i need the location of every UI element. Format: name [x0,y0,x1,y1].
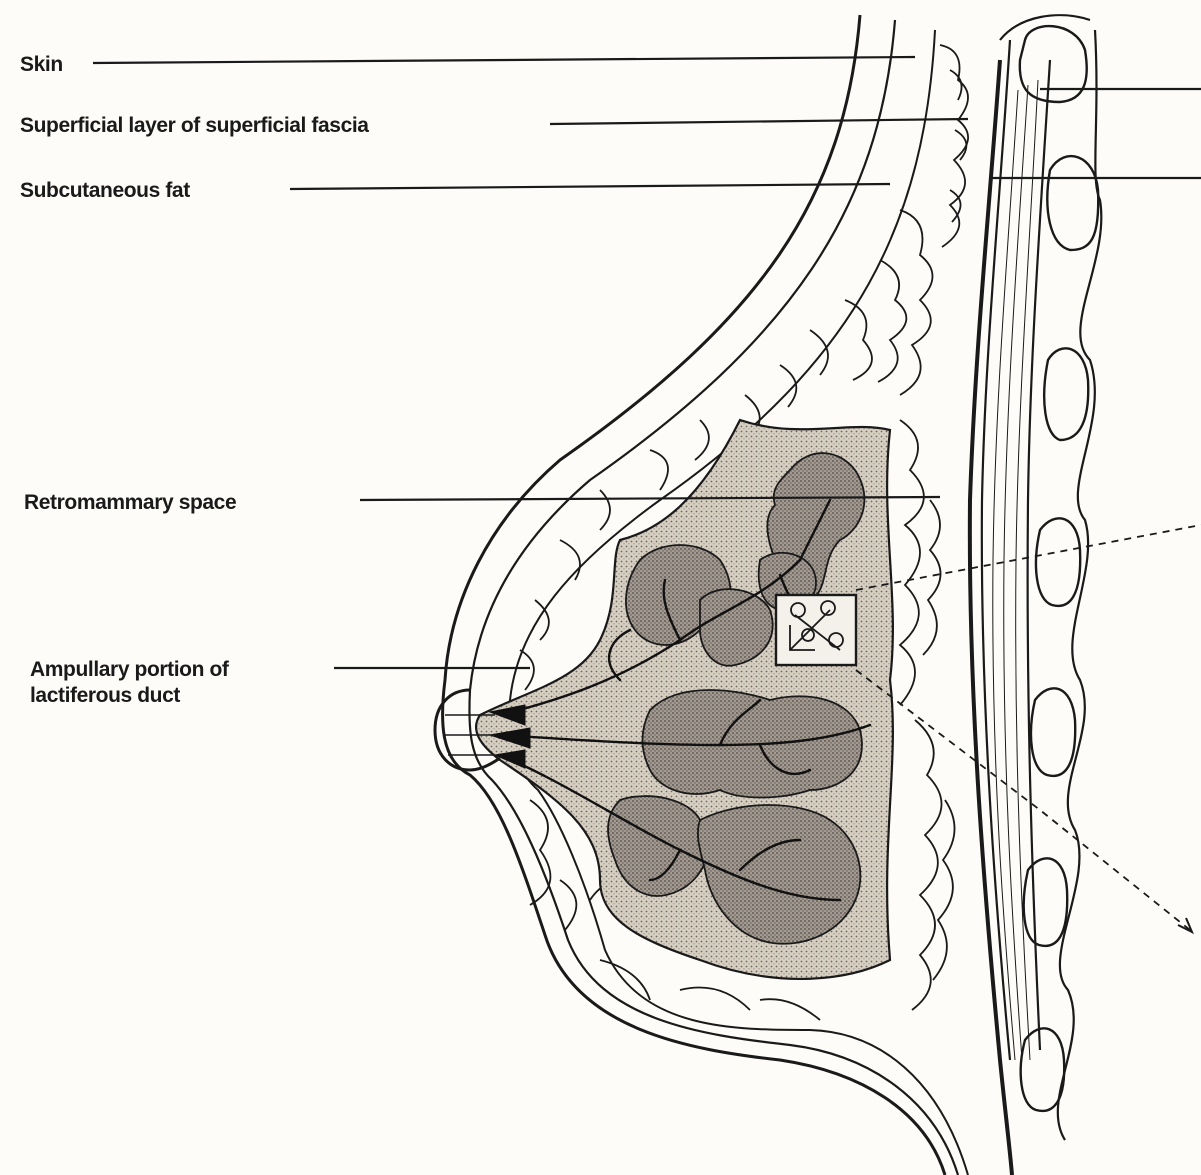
magnification-box [776,595,856,665]
label-superficial-fascia: Superficial layer of superficial fascia [20,113,369,139]
label-skin: Skin [20,52,63,78]
label-subcutaneous-fat: Subcutaneous fat [20,178,190,204]
thoracic-wall [1000,15,1101,1140]
ampullae [490,705,530,768]
muscle-fibers [993,80,1038,1060]
superficial-fascia-leader [550,119,968,124]
label-ampullary-line2: lactiferous duct [30,683,229,709]
subcutaneous-fat-leader [290,184,890,189]
magnification-pointer-lower [856,670,1190,930]
skin-leader [93,57,915,63]
label-ampullary-line1: Ampullary portion of [30,657,229,683]
label-ampullary-duct: Ampullary portion of lactiferous duct [30,657,229,710]
label-retromammary-space: Retromammary space [24,490,236,516]
